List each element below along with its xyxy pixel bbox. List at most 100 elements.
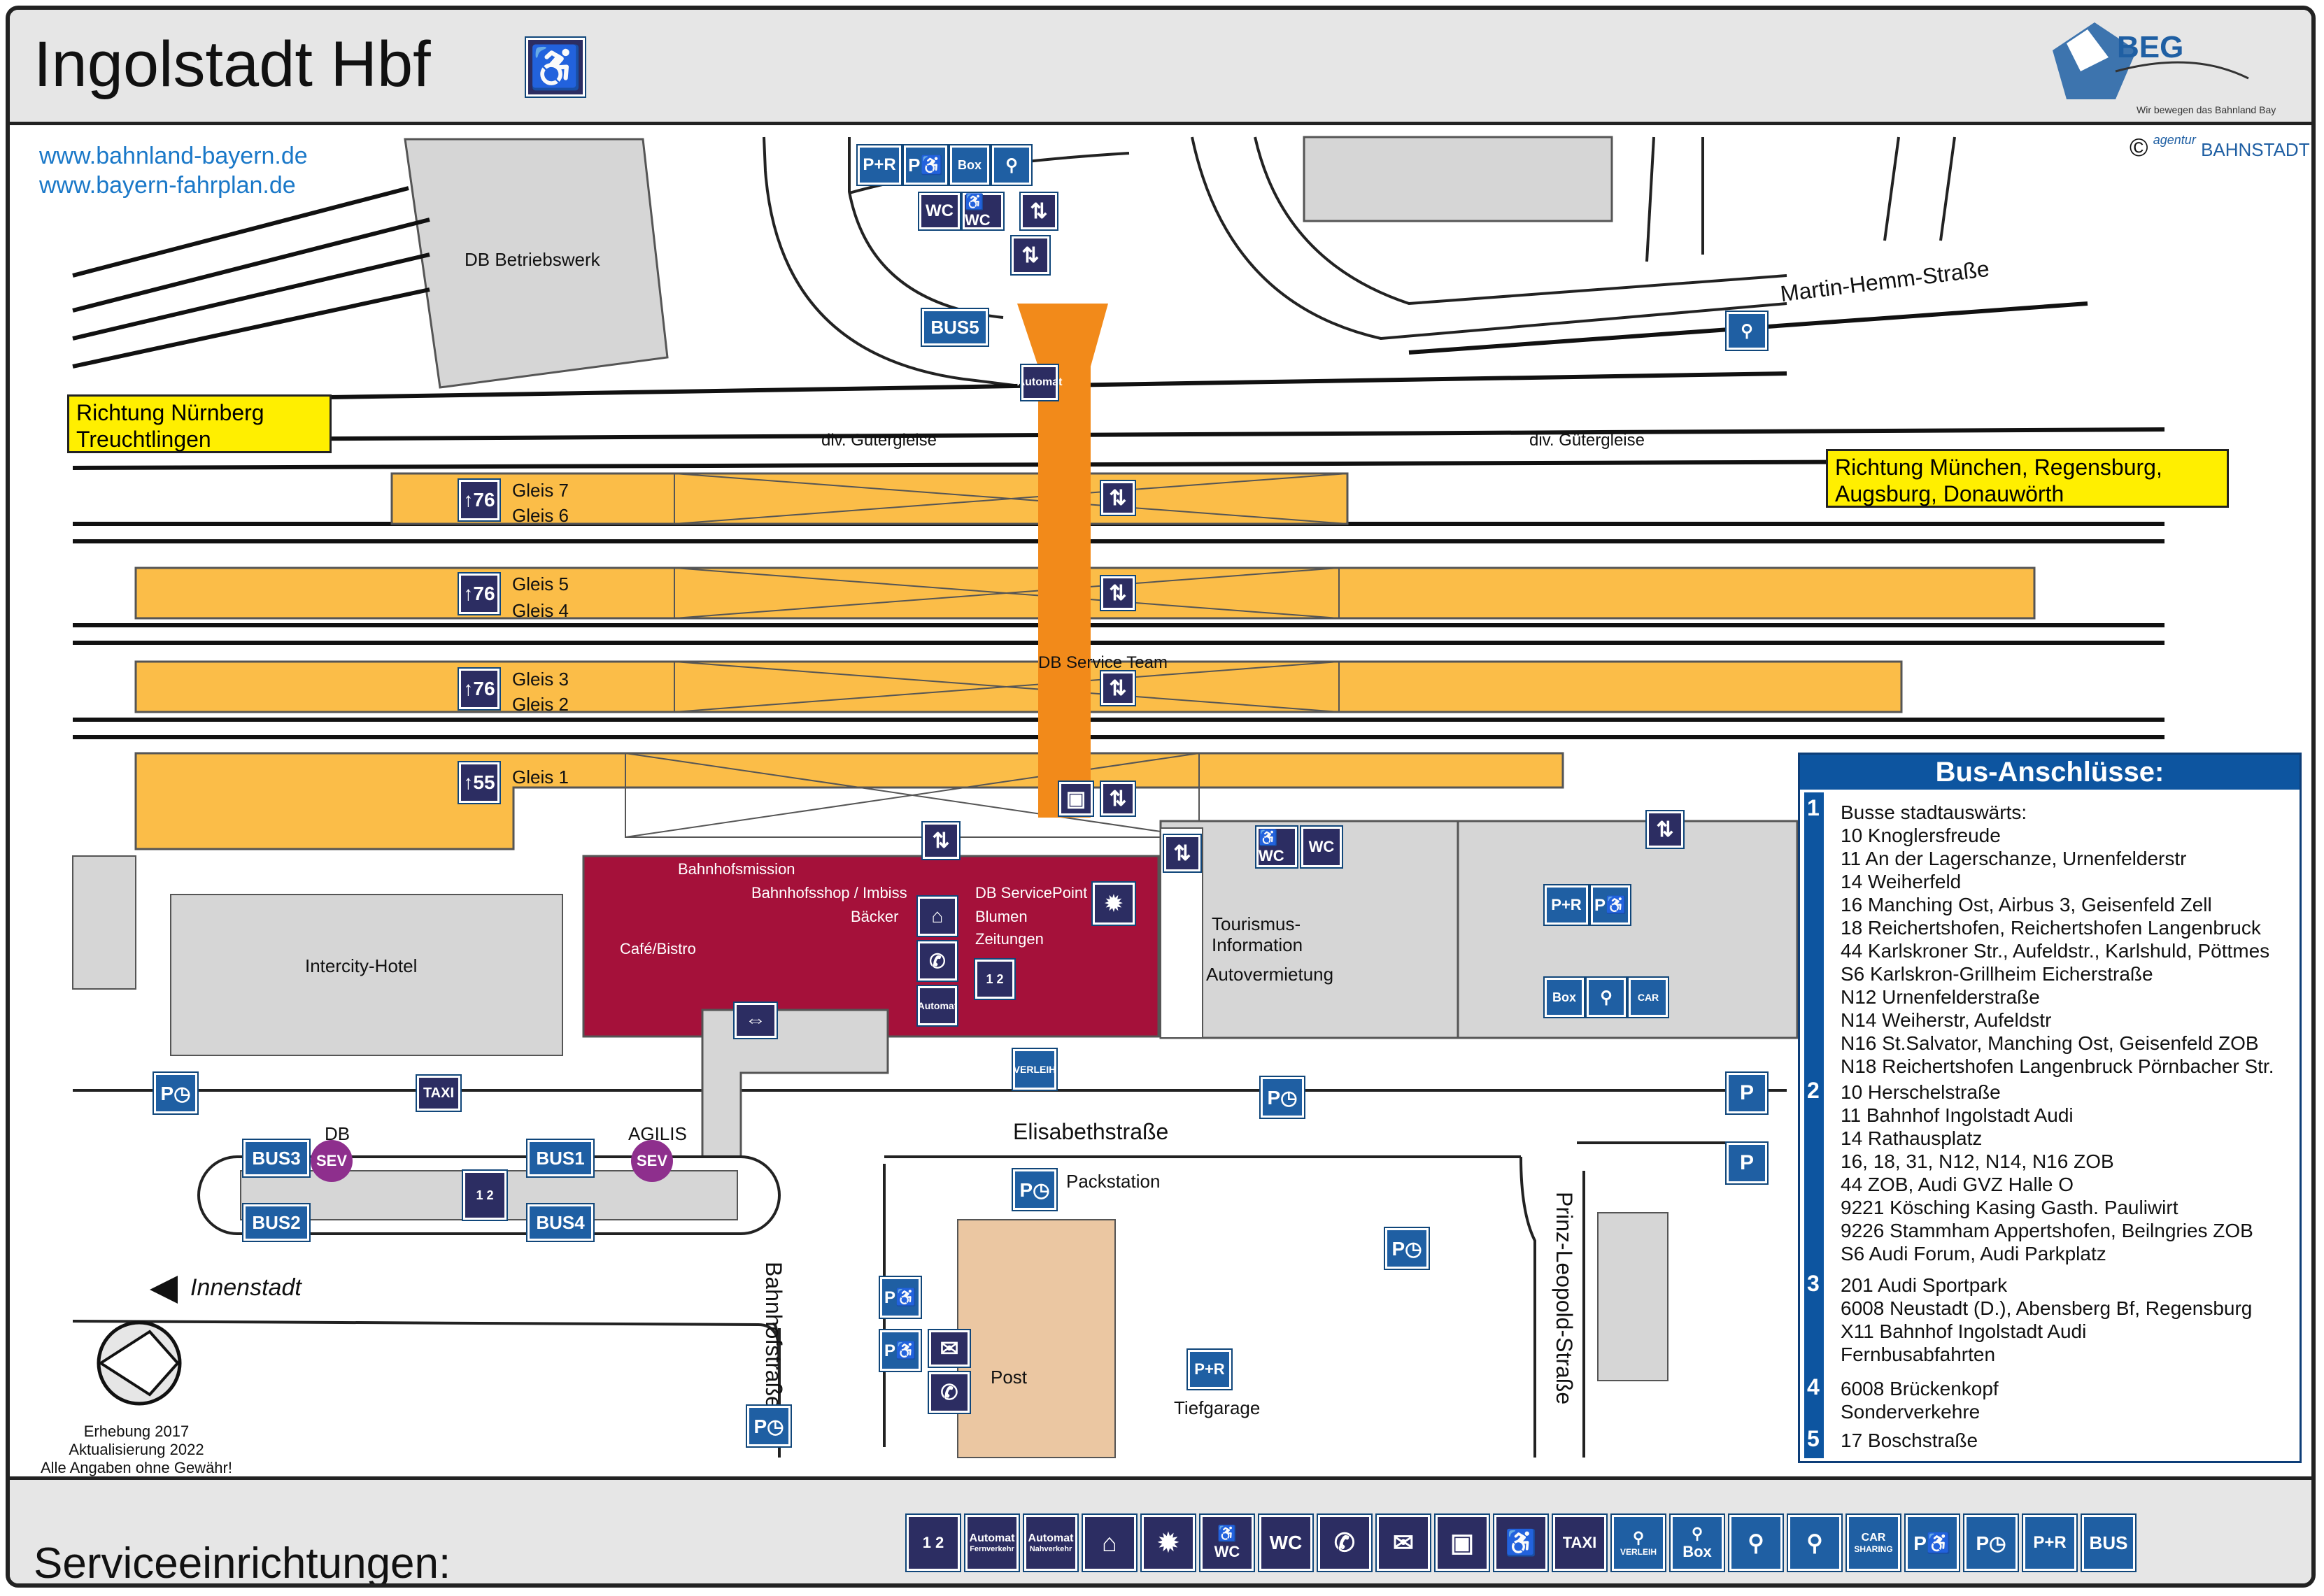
elevator-icon[interactable]: ⇅ [1100, 575, 1136, 611]
bus-connections-panel: Bus-Anschlüsse: 1 Busse stadtauswärts: 1… [1798, 753, 2302, 1463]
phone-icon[interactable]: ✆ [916, 940, 958, 982]
bus-group-1: Busse stadtauswärts: 10 Knoglersfreude 1… [1841, 801, 2274, 1077]
label-gleis-1: Gleis 1 [512, 767, 569, 788]
logo-tagline: Wir bewegen das Bahnland Bayern [2137, 104, 2276, 115]
short-term-parking-icon[interactable]: P◷ [746, 1404, 792, 1448]
mail-icon[interactable]: ✉ [928, 1329, 971, 1368]
elevator-icon[interactable]: ⇅ [1019, 192, 1058, 231]
label-information: Information [1212, 934, 1303, 955]
direction-north-line2: Treuchtlingen [76, 427, 211, 452]
wc-icon[interactable]: WC [918, 192, 961, 231]
car-sharing-icon[interactable]: CAR [1627, 976, 1669, 1018]
luggage-icon[interactable]: ▣ [1058, 781, 1094, 817]
hotel-building [170, 894, 563, 1056]
ticket-machine-icon[interactable]: Automat [916, 985, 958, 1027]
accessible-parking-icon[interactable]: P♿ [879, 1329, 922, 1372]
label-prinz: Prinz-Leopold-Straße [1552, 1192, 1577, 1405]
accessible-wc-icon[interactable]: ♿WC [961, 192, 1005, 231]
bike-box-icon: ⚲Box [1669, 1513, 1725, 1572]
sev-icon[interactable]: SEV [631, 1140, 673, 1182]
overpass [1017, 304, 1108, 818]
beg-logo: BEG Wir bewegen das Bahnland Bayern [2053, 22, 2276, 115]
betriebswerk-building [404, 138, 669, 389]
short-term-parking-icon[interactable]: P◷ [153, 1071, 199, 1115]
sev-icon[interactable]: SEV [311, 1140, 353, 1182]
agency-name: BAHNSTADT [2201, 139, 2310, 160]
bike-rental-icon[interactable]: VERLEIH [1012, 1048, 1058, 1091]
platform-roofs [625, 473, 1348, 838]
ramp-icon[interactable]: ⇔ [733, 1002, 778, 1039]
police-icon[interactable]: ✹ [1091, 881, 1136, 926]
label-blumen: Blumen [975, 908, 1028, 925]
bike-parking-covered-icon[interactable]: ⚲ [991, 144, 1033, 186]
short-term-parking-icon[interactable]: P◷ [1012, 1168, 1058, 1211]
accessible-parking-icon[interactable]: P♿ [902, 144, 949, 186]
label-tiefgarage: Tiefgarage [1174, 1397, 1261, 1418]
label-servicepoint: DB ServicePoint [975, 884, 1088, 902]
bus-group-num: 2 [1807, 1078, 1820, 1103]
elevator-icon[interactable]: ⇅ [1645, 810, 1685, 849]
label-autovermietung: Autovermietung [1206, 964, 1334, 985]
platform-gleis-6-7 [390, 472, 1349, 525]
short-term-parking-icon: P◷ [1963, 1513, 2019, 1572]
bus-group-num: 5 [1807, 1426, 1820, 1451]
bus-icon: BUS [2081, 1513, 2137, 1572]
track-badge-76-a: ↑76 [458, 478, 501, 522]
bike-box-icon[interactable]: Box [1543, 976, 1585, 1018]
arrow-left-icon [150, 1276, 178, 1304]
luggage-icon: ▣ [1434, 1513, 1490, 1572]
elevator-icon[interactable]: ⇅ [1100, 670, 1136, 706]
wc-icon[interactable]: WC [1300, 825, 1343, 869]
elevator-icon[interactable]: ⇅ [921, 821, 961, 860]
parking-icon[interactable]: P [1725, 1071, 1769, 1115]
short-term-parking-icon[interactable]: P◷ [1384, 1227, 1430, 1270]
bike-parking-icon[interactable]: ⚲ [1585, 976, 1627, 1018]
park-and-ride-icon[interactable]: P+R [1543, 884, 1589, 926]
elevator-icon[interactable]: ⇅ [1100, 781, 1136, 817]
link-bahnland[interactable]: www.bahnland-bayern.de [39, 143, 308, 169]
page-title: Ingolstadt Hbf [34, 29, 431, 100]
label-gleis-4: Gleis 4 [512, 600, 569, 621]
park-and-ride-icon[interactable]: P+R [856, 144, 902, 186]
short-term-parking-icon[interactable]: P◷ [1259, 1076, 1305, 1119]
parking-icon[interactable]: P [1725, 1141, 1769, 1185]
ticket-machine-icon[interactable]: 1 2 [462, 1169, 508, 1221]
label-shop: Bahnhofsshop / Imbiss [751, 884, 907, 902]
ticket-machine-icon: 1 2 [905, 1513, 961, 1572]
agency-logo: © agentur BAHNSTADT [2130, 133, 2310, 162]
north-building [1303, 136, 1613, 222]
accessible-parking-icon[interactable]: P♿ [1589, 884, 1631, 926]
ticket-machine-icon[interactable]: Automat [1017, 364, 1062, 401]
wc-icon: WC [1258, 1513, 1314, 1572]
waiting-room-icon[interactable]: ⌂ [916, 895, 958, 937]
bike-parking-icon[interactable]: ⚲ [1725, 311, 1769, 351]
track-badge-76-c: ↑76 [458, 667, 501, 711]
direction-south-line1: Richtung München, Regensburg, [1835, 455, 2162, 480]
bike-box-icon[interactable]: Box [949, 144, 991, 186]
label-gleis-3: Gleis 3 [512, 669, 569, 690]
elevator-icon[interactable]: ⇅ [1100, 480, 1136, 516]
logo-text: BEG [2117, 30, 2183, 64]
phone-icon[interactable]: ✆ [928, 1371, 971, 1414]
elevator-icon[interactable]: ⇅ [1163, 834, 1202, 873]
accessible-parking-icon[interactable]: P♿ [879, 1276, 922, 1319]
bus-group-4: 6008 Brückenkopf Sonderverkehre [1841, 1378, 1999, 1423]
park-and-ride-icon[interactable]: P+R [1186, 1348, 1233, 1390]
label-gueter-2: div. Gütergleise [1529, 431, 1645, 450]
accessible-wc-icon[interactable]: ♿WC [1255, 825, 1298, 869]
label-post: Post [991, 1367, 1028, 1388]
elevator-icon[interactable]: ⇅ [1010, 235, 1051, 276]
link-fahrplan[interactable]: www.bayern-fahrplan.de [39, 172, 296, 199]
header-band [10, 10, 2311, 125]
taxi-icon[interactable]: TAXI [416, 1074, 462, 1112]
ticket-machine-icon[interactable]: 1 2 [974, 958, 1016, 1000]
label-zeitungen: Zeitungen [975, 930, 1044, 948]
wheelchair-lift-icon: ♿ [1493, 1513, 1549, 1572]
label-innenstadt: Innenstadt [190, 1274, 302, 1301]
